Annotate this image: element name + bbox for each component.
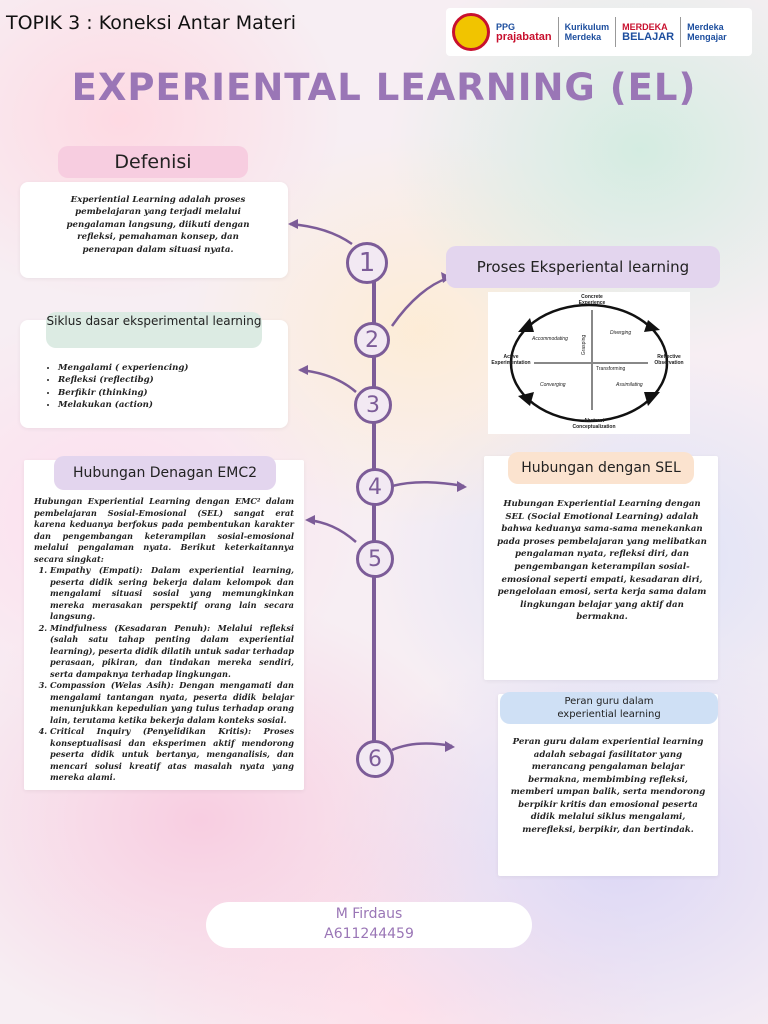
list-item: Compassion (Welas Asih): Dengan mengamat…	[50, 680, 294, 726]
university-emblem-icon	[452, 13, 490, 51]
list-item: Mengalami ( experiencing)	[58, 362, 280, 374]
connector-arrow-4	[391, 480, 465, 488]
author-id: A611244459	[324, 926, 414, 942]
list-item: Critical Inquiry (Penyelidikan Kritis): …	[50, 726, 294, 784]
emc2-body: Hubungan Experiential Learning dengan EM…	[34, 496, 294, 784]
list-item: Refleksi (reflectibg)	[58, 374, 280, 386]
author-name: M Firdaus	[335, 906, 403, 922]
connector-arrow-5	[307, 518, 357, 543]
connector-arrow-1	[289, 222, 353, 246]
list-item: Empathy (Empati): Dalam experiential lea…	[50, 565, 294, 623]
timeline-step-6: 6	[356, 740, 394, 778]
logo-divider	[680, 17, 682, 47]
page-title: EXPERIENTAL LEARNING (EL)	[71, 66, 697, 109]
connector-arrow-6	[391, 742, 453, 752]
author-badge: M Firdaus A611244459	[206, 902, 532, 948]
emc2-heading: Hubungan Denagan EMC2	[54, 456, 276, 490]
sel-card	[484, 456, 718, 680]
kurikulum-merdeka-logo: Kurikulum Merdeka	[564, 22, 610, 42]
connector-arrow-3	[299, 368, 357, 393]
cycle-list: Mengalami ( experiencing) Refleksi (refl…	[40, 362, 280, 412]
logo-strip: PPG prajabatan Kurikulum Merdeka MERDEKA…	[446, 8, 752, 56]
process-heading: Proses Eksperiental learning	[446, 246, 720, 288]
list-item: Melakukan (action)	[58, 399, 280, 411]
quadrant-converging: Converging	[540, 382, 566, 388]
merdeka-mengajar-logo: Merdeka Mengajar	[687, 22, 727, 42]
teacher-role-heading: Peran guru dalam experiential learning	[500, 692, 718, 724]
teacher-role-text: Peran guru dalam experiential learning a…	[510, 737, 706, 835]
quadrant-accommodating: Accommodating	[532, 336, 568, 342]
axis-transforming: Transforming	[596, 366, 626, 372]
topic-label: TOPIK 3 : Koneksi Antar Materi	[6, 12, 297, 34]
connector-arrow-2	[390, 276, 449, 327]
ppg-logo: PPG prajabatan	[496, 22, 552, 43]
timeline-step-4: 4	[356, 468, 394, 506]
merdeka-belajar-logo: MERDEKA BELAJAR	[622, 22, 675, 43]
kolb-cycle-graphic	[509, 303, 669, 423]
quadrant-diverging: Diverging	[610, 330, 632, 336]
list-item: Berfikir (thinking)	[58, 387, 280, 399]
quadrant-assimilating: Assimilating	[616, 382, 643, 388]
logo-divider	[615, 17, 617, 47]
definition-heading: Defenisi	[58, 146, 248, 178]
definition-card	[20, 182, 288, 278]
list-item: Mindfulness (Kesadaran Penuh): Melalui r…	[50, 623, 294, 681]
definition-text: Experiential Learning adalah proses pemb…	[66, 195, 250, 255]
teacher-role-card	[498, 694, 718, 876]
sel-text: Hubungan Experiential Learning dengan SE…	[497, 499, 707, 623]
cycle-heading: Siklus dasar eksperimental learning	[46, 312, 262, 348]
timeline-step-3: 3	[354, 386, 392, 424]
timeline-step-5: 5	[356, 540, 394, 578]
axis-grasping: Grasping	[581, 334, 588, 356]
sel-heading: Hubungan dengan SEL	[508, 452, 694, 484]
timeline-step-2: 2	[354, 322, 390, 358]
timeline-step-1: 1	[346, 242, 388, 284]
emc2-card	[24, 460, 304, 790]
logo-divider	[557, 17, 559, 47]
emc2-intro: Hubungan Experiential Learning dengan EM…	[34, 496, 294, 564]
